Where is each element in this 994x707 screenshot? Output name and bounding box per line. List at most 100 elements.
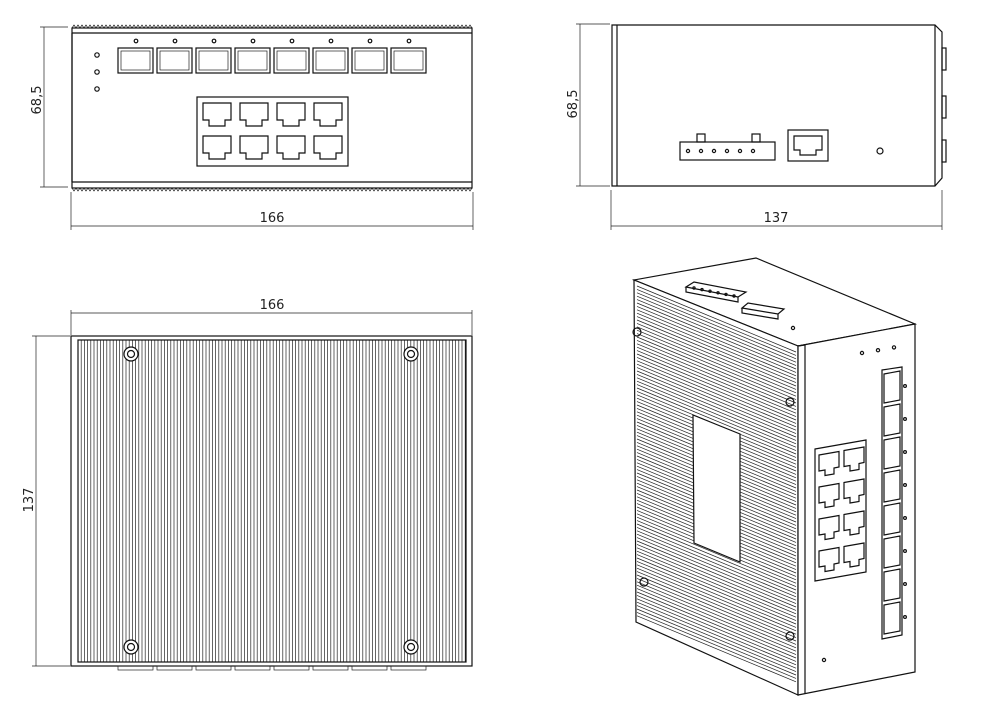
side-height-label: 68,5 bbox=[566, 90, 581, 119]
iso-fin bbox=[636, 360, 797, 428]
iso-fin bbox=[636, 363, 797, 431]
iso-rj45-port bbox=[843, 510, 865, 536]
terminal-pin bbox=[711, 148, 717, 154]
screw-head bbox=[126, 349, 136, 359]
side-width-dimension: 137 bbox=[610, 190, 943, 230]
front-rj45-ports bbox=[202, 102, 343, 160]
iso-pin bbox=[700, 287, 704, 292]
side-width-label: 137 bbox=[764, 211, 789, 226]
iso-fin bbox=[636, 387, 797, 455]
iso-pin bbox=[708, 289, 712, 293]
iso-fin bbox=[636, 530, 797, 598]
iso-sfp-led bbox=[902, 614, 907, 619]
front-status-leds bbox=[94, 52, 100, 92]
iso-fin bbox=[636, 343, 797, 411]
sfp-port-inner bbox=[198, 50, 229, 71]
top-depth-dimension: 137 bbox=[22, 335, 70, 667]
iso-fin bbox=[636, 353, 797, 421]
iso-fin bbox=[636, 591, 797, 659]
terminal-pin bbox=[724, 148, 730, 154]
top-housing bbox=[70, 335, 473, 667]
top-width-label: 166 bbox=[260, 298, 285, 313]
iso-fin bbox=[636, 329, 797, 397]
sfp-port-inner bbox=[393, 50, 424, 71]
iso-rj45-port bbox=[818, 514, 840, 541]
iso-fin bbox=[636, 285, 797, 353]
sfp-tab bbox=[234, 665, 271, 671]
iso-fin bbox=[636, 584, 797, 652]
iso-fin bbox=[636, 547, 797, 615]
iso-fin bbox=[636, 561, 797, 628]
reset-hole bbox=[876, 147, 884, 155]
sfp-port bbox=[312, 47, 349, 74]
rj45-port bbox=[313, 135, 343, 160]
iso-led bbox=[859, 350, 865, 356]
sfp-led bbox=[211, 38, 217, 44]
screw bbox=[403, 639, 419, 655]
sfp-port-inner bbox=[120, 50, 151, 71]
sfp-tab bbox=[117, 665, 154, 671]
sfp-tab bbox=[156, 665, 193, 671]
iso-rj45-port bbox=[818, 546, 840, 573]
sfp-tab bbox=[390, 665, 427, 671]
iso-fin bbox=[636, 523, 797, 591]
front-fin-edge-bottom bbox=[71, 187, 473, 192]
iso-fin bbox=[636, 377, 797, 445]
sfp-port bbox=[351, 47, 388, 74]
screw bbox=[123, 639, 139, 655]
iso-rj45-ports bbox=[818, 446, 865, 573]
front-height-label: 68,5 bbox=[30, 86, 45, 115]
rj45-port bbox=[239, 135, 269, 160]
front-width-dimension: 166 bbox=[70, 192, 474, 230]
iso-fin bbox=[636, 612, 797, 679]
console-rj45-port bbox=[787, 129, 829, 162]
iso-fin bbox=[636, 574, 797, 642]
iso-led bbox=[875, 348, 881, 353]
terminal-pin bbox=[698, 148, 704, 154]
iso-cooling-fins bbox=[636, 285, 797, 683]
iso-sfp-led bbox=[902, 483, 907, 488]
top-mounting-screws bbox=[123, 346, 419, 655]
iso-fin bbox=[636, 550, 797, 618]
iso-fin bbox=[636, 333, 797, 400]
iso-pin bbox=[724, 292, 728, 297]
iso-fin bbox=[636, 309, 797, 377]
iso-sfp-led bbox=[902, 450, 907, 455]
front-led bbox=[94, 69, 100, 75]
iso-fin bbox=[636, 557, 797, 625]
iso-terminal-and-console bbox=[684, 281, 796, 331]
iso-fin bbox=[636, 605, 797, 672]
iso-led bbox=[891, 345, 897, 350]
top-view: 166 137 bbox=[22, 298, 473, 671]
iso-fin bbox=[636, 615, 797, 683]
front-rj45-block bbox=[196, 96, 349, 167]
iso-fin bbox=[636, 367, 797, 434]
front-housing bbox=[71, 27, 473, 189]
iso-fin bbox=[636, 292, 797, 360]
iso-fin bbox=[636, 564, 797, 632]
iso-rj45-block bbox=[814, 439, 867, 582]
iso-fin bbox=[636, 370, 797, 438]
rj45-port bbox=[239, 102, 269, 127]
sfp-led bbox=[289, 38, 295, 44]
iso-sfp-port bbox=[883, 370, 901, 404]
iso-sfp-led bbox=[902, 417, 907, 422]
sfp-led bbox=[367, 38, 373, 44]
sfp-port bbox=[273, 47, 310, 74]
iso-fin bbox=[636, 326, 797, 394]
top-cooling-fins bbox=[77, 339, 467, 663]
sfp-port-inner bbox=[276, 50, 307, 71]
front-width-label: 166 bbox=[260, 211, 285, 226]
iso-fin bbox=[636, 312, 797, 380]
side-view: 68,5 137 bbox=[566, 23, 947, 230]
iso-fin bbox=[636, 289, 797, 356]
rj45-port bbox=[313, 102, 343, 127]
terminal-pin bbox=[737, 148, 743, 154]
sfp-tab bbox=[351, 665, 388, 671]
iso-fin bbox=[636, 554, 797, 621]
sfp-port bbox=[234, 47, 271, 74]
iso-fin bbox=[636, 295, 797, 363]
sfp-led bbox=[250, 38, 256, 44]
iso-fin bbox=[636, 384, 797, 451]
